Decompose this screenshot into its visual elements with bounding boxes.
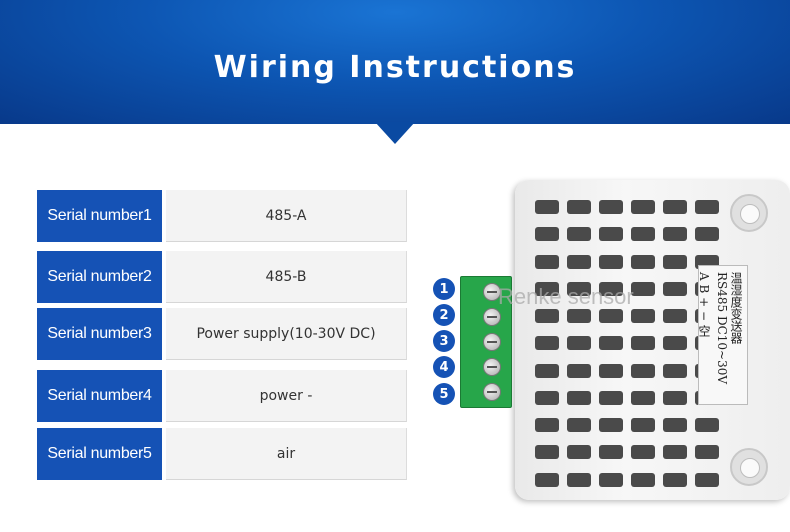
screw-icon <box>483 283 501 301</box>
vent-slot <box>631 281 655 296</box>
vent-slot <box>663 254 687 269</box>
vent-slot <box>599 281 623 296</box>
vent-slot <box>567 418 591 433</box>
mount-hole-icon <box>730 194 768 232</box>
screw-icon <box>483 333 501 351</box>
vent-slot <box>663 336 687 351</box>
sensor-device-image: 温湿度变送器 RS485 DC10~30V A B + − 空 <box>430 180 790 500</box>
vent-slot <box>599 254 623 269</box>
vent-slot <box>599 445 623 460</box>
pin-number-badge: 2 <box>433 304 455 326</box>
vent-slot <box>663 418 687 433</box>
vent-slot <box>599 309 623 324</box>
wiring-row-4: Serial number4 power - <box>37 370 407 422</box>
vent-slot <box>567 227 591 242</box>
vent-slot <box>535 200 559 214</box>
vent-slot <box>535 227 559 242</box>
vent-slot <box>663 309 687 324</box>
serial-value: Power supply(10-30V DC) <box>166 308 407 360</box>
vent-slot <box>535 445 559 460</box>
vent-slot <box>631 336 655 351</box>
pin-number-badge: 5 <box>433 383 455 405</box>
vent-slot <box>567 390 591 405</box>
vent-slot <box>631 309 655 324</box>
plate-pins: A B + − 空 <box>697 272 711 337</box>
vent-slot <box>631 200 655 214</box>
serial-value: air <box>166 428 407 480</box>
vent-slot <box>663 363 687 378</box>
vent-slot <box>599 390 623 405</box>
vent-slot <box>535 254 559 269</box>
serial-label: Serial number1 <box>37 190 162 242</box>
screw-icon <box>483 383 501 401</box>
screw-icon <box>483 308 501 326</box>
vent-slot <box>631 418 655 433</box>
serial-label: Serial number4 <box>37 370 162 422</box>
vent-slot <box>535 363 559 378</box>
pin-number-badge: 1 <box>433 278 455 300</box>
vent-slot <box>631 254 655 269</box>
vent-slot <box>695 418 719 433</box>
vent-slot <box>599 472 623 487</box>
wiring-row-2: Serial number2 485-B <box>37 251 407 303</box>
screw-icon <box>483 358 501 376</box>
vent-slot <box>663 281 687 296</box>
vent-slot <box>567 445 591 460</box>
banner-arrow-icon <box>375 122 415 144</box>
vent-slot <box>567 309 591 324</box>
vent-slot <box>663 390 687 405</box>
page-title: Wiring Instructions <box>213 50 577 85</box>
vent-slot <box>631 390 655 405</box>
vent-slot <box>695 227 719 242</box>
vent-slot <box>631 227 655 242</box>
vent-slot <box>631 445 655 460</box>
wiring-row-1: Serial number1 485-A <box>37 190 407 242</box>
serial-value: 485-B <box>166 251 407 303</box>
device-label-plate: 温湿度变送器 RS485 DC10~30V A B + − 空 <box>697 265 748 405</box>
vent-slot <box>535 281 559 296</box>
watermark-text: Renke sensor <box>498 284 634 309</box>
wiring-row-3: Serial number3 Power supply(10-30V DC) <box>37 308 407 360</box>
vent-slot <box>567 200 591 214</box>
serial-label: Serial number5 <box>37 428 162 480</box>
vent-slot <box>599 200 623 214</box>
mount-hole-icon <box>730 448 768 486</box>
vent-slots <box>535 200 720 490</box>
vent-slot <box>631 472 655 487</box>
plate-title: 温湿度变送器 <box>729 272 743 344</box>
vent-slot <box>599 336 623 351</box>
wiring-row-5: Serial number5 air <box>37 428 407 480</box>
vent-slot <box>535 418 559 433</box>
header-banner: Wiring Instructions <box>0 0 790 124</box>
vent-slot <box>695 200 719 214</box>
plate-spec: RS485 DC10~30V <box>715 272 729 385</box>
pin-number-badge: 3 <box>433 330 455 352</box>
vent-slot <box>599 363 623 378</box>
serial-value: power - <box>166 370 407 422</box>
vent-slot <box>695 445 719 460</box>
vent-slot <box>535 336 559 351</box>
vent-slot <box>567 336 591 351</box>
pin-number-badge: 4 <box>433 356 455 378</box>
vent-slot <box>567 254 591 269</box>
vent-slot <box>567 472 591 487</box>
vent-slot <box>599 418 623 433</box>
vent-slot <box>663 200 687 214</box>
vent-slot <box>631 363 655 378</box>
vent-slot <box>695 472 719 487</box>
serial-value: 485-A <box>166 190 407 242</box>
vent-slot <box>535 390 559 405</box>
serial-label: Serial number2 <box>37 251 162 303</box>
vent-slot <box>599 227 623 242</box>
vent-slot <box>535 472 559 487</box>
vent-slot <box>567 363 591 378</box>
vent-slot <box>663 227 687 242</box>
vent-slot <box>535 309 559 324</box>
vent-slot <box>663 445 687 460</box>
terminal-block <box>460 276 512 408</box>
vent-slot <box>663 472 687 487</box>
vent-slot <box>567 281 591 296</box>
serial-label: Serial number3 <box>37 308 162 360</box>
